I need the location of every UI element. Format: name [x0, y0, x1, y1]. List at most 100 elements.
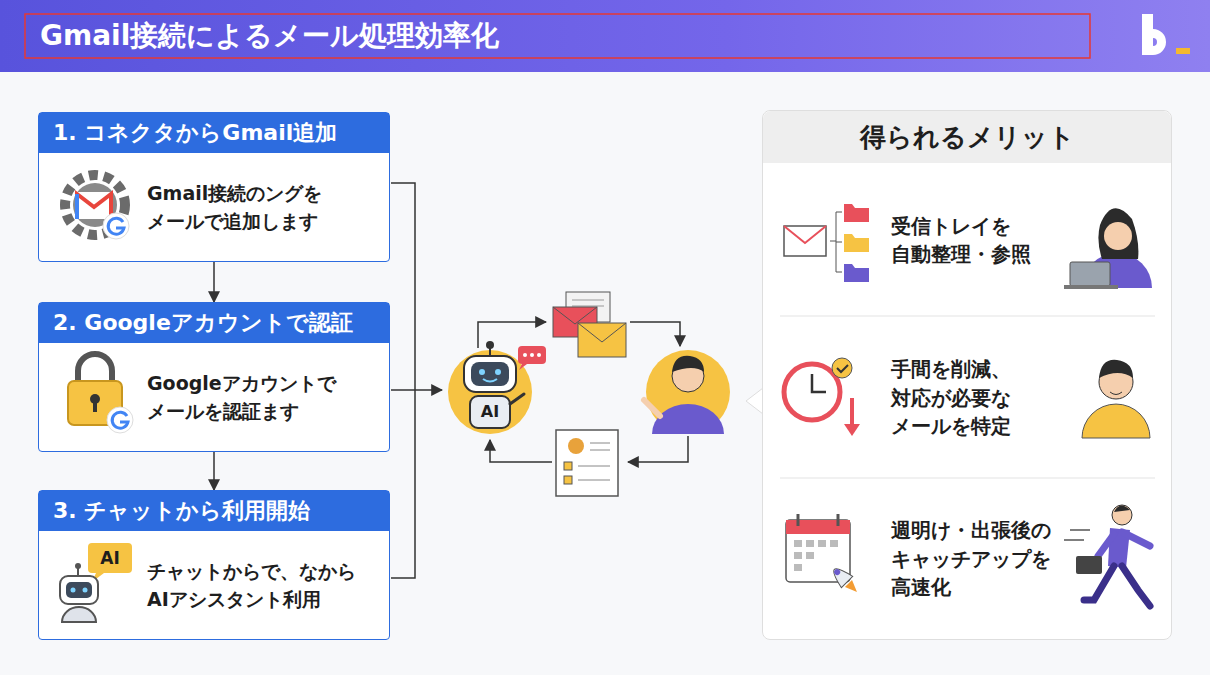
- ai-robot: [483, 379, 497, 382]
- ai-robot: [471, 362, 509, 386]
- clock-icon: [844, 424, 860, 436]
- person: [672, 356, 704, 372]
- inbox-folders-icon: [784, 204, 869, 282]
- woman-laptop: [1104, 222, 1132, 250]
- gmail-gear-icon: [103, 213, 129, 239]
- ai-robot: [495, 369, 501, 375]
- calendar-rocket-icon: [806, 552, 814, 559]
- running-businessman: [1114, 505, 1130, 512]
- checklist-document: [578, 466, 610, 467]
- box-fills: [38, 110, 1172, 640]
- checklist-document: [556, 430, 618, 496]
- person: [644, 350, 730, 434]
- inbox-folders-icon: [844, 204, 869, 222]
- box-fills: [780, 316, 1155, 317]
- box-heading: 2. Googleアカウントで認証: [39, 303, 389, 343]
- checklist-document: [590, 443, 610, 444]
- robot-icon: [77, 568, 79, 576]
- step-box: 2. Googleアカウントで認証 Googleアカウントで メールを認証ます: [38, 302, 390, 452]
- envelopes: [553, 307, 597, 324]
- calendar-rocket-icon: [806, 540, 814, 547]
- clock-icon: [784, 358, 860, 436]
- clock-icon: [784, 364, 840, 420]
- padlock-icon: [93, 401, 97, 412]
- calendar-rocket-icon: [794, 552, 802, 559]
- envelopes: [578, 323, 626, 357]
- calendar-rocket-icon: [829, 564, 863, 598]
- robot-icon: [88, 543, 132, 573]
- padlock-icon: [78, 354, 112, 383]
- ai-robot: [470, 396, 510, 428]
- box-body: Gmail接続のングを メールで追加します: [147, 180, 383, 235]
- box-fills: [780, 478, 1155, 479]
- logo: [1176, 48, 1190, 54]
- ai-label: AI: [470, 398, 510, 426]
- envelopes: [572, 306, 604, 307]
- robot-icon: [75, 563, 81, 569]
- man-yellow: [1110, 392, 1122, 395]
- woman-laptop: [1098, 208, 1138, 259]
- cycle-arrows: [490, 440, 552, 462]
- logo: [1142, 14, 1190, 55]
- inbox-folders-icon: [784, 226, 826, 256]
- gmail-gear-icon: [77, 194, 111, 219]
- box-fills: [762, 110, 1172, 640]
- flow-arrow: [213, 452, 215, 490]
- ai-robot: [537, 353, 541, 357]
- calendar-rocket-icon: [837, 514, 840, 526]
- inbox-folders-icon: [784, 226, 826, 243]
- inbox-folders-icon: [830, 212, 842, 272]
- robot-icon: [71, 588, 76, 593]
- box-heading: 得られるメリット: [763, 111, 1171, 163]
- merge-bracket: [391, 183, 415, 578]
- box-body: チャットからで、なから AIアシスタント利用: [147, 558, 383, 613]
- padlock-icon: [112, 412, 128, 428]
- robot-icon: [83, 588, 88, 593]
- box-body: Googleアカウントで メールを認証ます: [147, 370, 383, 425]
- padlock-icon: [68, 354, 133, 433]
- inbox-folders-icon: [844, 234, 869, 252]
- man-yellow: [1082, 404, 1150, 438]
- checklist-document: [590, 450, 610, 451]
- running-businessman: [1112, 505, 1132, 525]
- envelopes: [578, 323, 626, 342]
- box-heading: 受信トレイを 自動整理・参照: [891, 212, 1081, 269]
- step-box: 1. コネクタからGmail追加Gmail接続のングを メールで追加します: [38, 112, 390, 262]
- padlock-icon: [107, 407, 133, 433]
- ai-robot: [518, 346, 546, 364]
- envelopes: [572, 300, 604, 301]
- cycle-arrows: [628, 436, 688, 462]
- running-businessman: [1076, 556, 1102, 574]
- box-heading: 手間を削減、 対応が必要な メールを特定: [891, 355, 1081, 440]
- title-band: [0, 0, 1210, 72]
- checklist-document: [556, 430, 618, 496]
- ai-robot: [510, 394, 524, 404]
- clock-icon: [832, 358, 852, 378]
- running-businessman: [1122, 532, 1150, 546]
- robot-icon: [60, 543, 132, 622]
- merge-bracket: [391, 389, 415, 391]
- inbox-folders-icon: [844, 264, 869, 282]
- ai-robot: [486, 341, 494, 349]
- envelopes: [553, 292, 626, 357]
- gmail-gear-icon: [108, 218, 124, 234]
- calendar-rocket-icon: [830, 540, 838, 547]
- box-fills: [746, 388, 763, 414]
- ai-label: AI: [88, 543, 132, 573]
- ai-robot: [448, 341, 546, 434]
- benefit-item: 受信トレイを 自動整理・参照: [891, 163, 1081, 317]
- logo: [1142, 14, 1166, 55]
- checklist-document: [564, 476, 572, 484]
- gmail-gear-icon: [65, 175, 129, 239]
- person: [646, 350, 730, 434]
- calendar-rocket-icon: [786, 520, 850, 534]
- running-businessman: [1064, 505, 1150, 606]
- robot-icon: [62, 607, 96, 622]
- cycle-arrows: [478, 322, 546, 348]
- ai-robot: [530, 353, 534, 357]
- running-businessman: [1098, 534, 1114, 556]
- ai-robot: [523, 353, 527, 357]
- gmail-gear-icon: [75, 194, 79, 219]
- step-box: 3. チャットから利用開始チャットからで、なから AIアシスタント利用: [38, 490, 390, 640]
